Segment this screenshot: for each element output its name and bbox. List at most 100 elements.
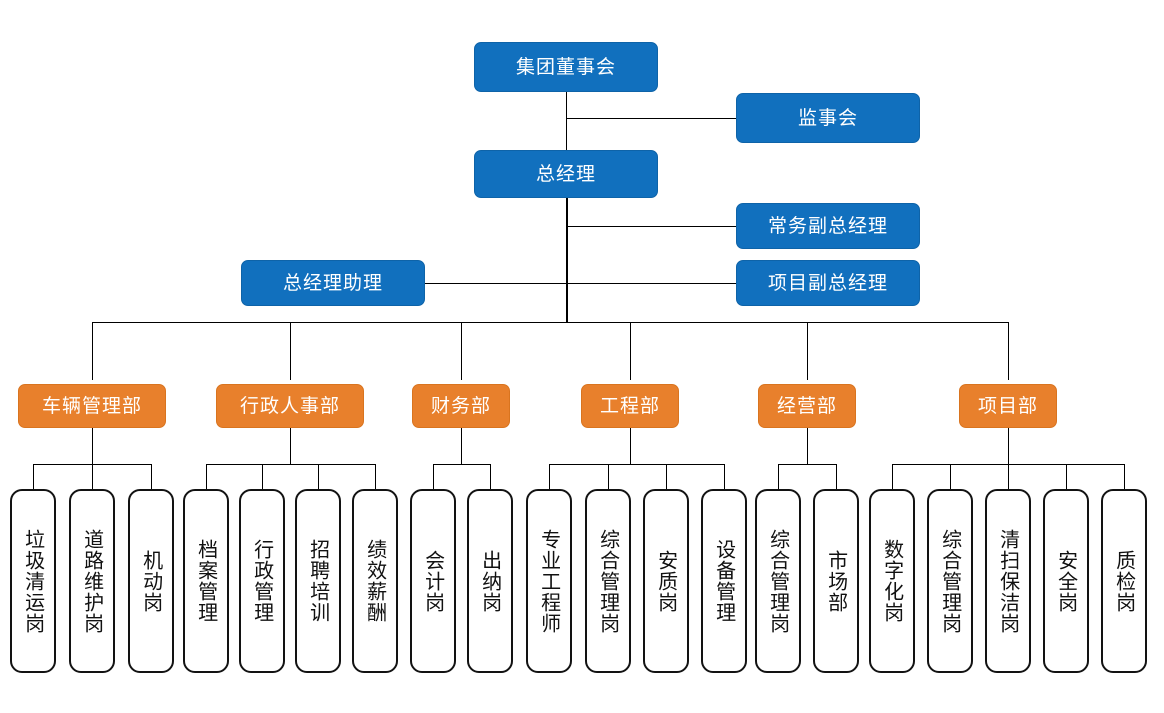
- subtree-stem-vehicle: [92, 428, 93, 464]
- position-project-3-label: 安全岗: [1054, 549, 1079, 613]
- subtree-bus-engineering: [549, 464, 724, 465]
- connector-gm-spine: [566, 198, 568, 322]
- position-finance-0[interactable]: 会计岗: [410, 489, 456, 673]
- department-operations[interactable]: 经营部: [758, 384, 856, 428]
- leaf-stem-engineering-3: [724, 464, 725, 489]
- node-general-manager[interactable]: 总经理: [474, 150, 658, 198]
- position-admin-hr-3[interactable]: 绩效薪酬: [352, 489, 398, 673]
- node-project-vice-gm-label: 项目副总经理: [767, 271, 888, 294]
- position-engineering-2[interactable]: 安质岗: [643, 489, 689, 673]
- position-vehicle-2[interactable]: 机动岗: [128, 489, 174, 673]
- department-admin-hr[interactable]: 行政人事部: [216, 384, 364, 428]
- leaf-stem-admin-hr-3: [375, 464, 376, 489]
- leaf-stem-operations-0: [778, 464, 779, 489]
- leaf-stem-admin-hr-2: [318, 464, 319, 489]
- leaf-stem-engineering-0: [549, 464, 550, 489]
- position-project-4-label: 质检岗: [1112, 549, 1137, 613]
- connector-board-to-gm: [566, 92, 567, 150]
- department-stem-finance: [461, 322, 462, 380]
- department-engineering-label: 工程部: [599, 394, 660, 417]
- subtree-bus-finance: [433, 464, 490, 465]
- department-stem-engineering: [630, 322, 631, 380]
- position-engineering-2-label: 安质岗: [654, 549, 679, 613]
- position-project-0-label: 数字化岗: [880, 539, 905, 623]
- department-stem-operations: [807, 322, 808, 380]
- node-board-label: 集团董事会: [515, 55, 616, 78]
- subtree-stem-admin-hr: [290, 428, 291, 464]
- connector-supervisory-branch: [566, 118, 736, 119]
- position-vehicle-0-label: 垃圾清运岗: [21, 528, 46, 634]
- node-general-manager-label: 总经理: [535, 162, 596, 185]
- position-engineering-3-label: 设备管理: [712, 539, 737, 623]
- department-bus-right: [566, 322, 1008, 323]
- position-project-1-label: 综合管理岗: [938, 528, 963, 634]
- position-operations-0-label: 综合管理岗: [766, 528, 791, 634]
- department-finance-label: 财务部: [430, 394, 491, 417]
- position-admin-hr-0-label: 档案管理: [194, 539, 219, 623]
- subtree-stem-engineering: [630, 428, 631, 464]
- position-operations-0[interactable]: 综合管理岗: [755, 489, 801, 673]
- position-project-0[interactable]: 数字化岗: [869, 489, 915, 673]
- position-project-2[interactable]: 清扫保洁岗: [985, 489, 1031, 673]
- connector-gm-assistant-branch: [425, 283, 566, 284]
- position-finance-1[interactable]: 出纳岗: [467, 489, 513, 673]
- leaf-stem-vehicle-1: [92, 464, 93, 489]
- department-stem-admin-hr: [290, 322, 291, 380]
- leaf-stem-operations-1: [836, 464, 837, 489]
- position-admin-hr-0[interactable]: 档案管理: [183, 489, 229, 673]
- node-project-vice-gm[interactable]: 项目副总经理: [736, 260, 920, 306]
- node-supervisory-board-label: 监事会: [797, 106, 858, 129]
- department-admin-hr-label: 行政人事部: [239, 394, 340, 417]
- department-project[interactable]: 项目部: [959, 384, 1057, 428]
- position-finance-1-label: 出纳岗: [478, 549, 503, 613]
- department-finance[interactable]: 财务部: [412, 384, 510, 428]
- position-admin-hr-2[interactable]: 招聘培训: [295, 489, 341, 673]
- node-gm-assistant-label: 总经理助理: [282, 271, 383, 294]
- position-admin-hr-2-label: 招聘培训: [306, 539, 331, 623]
- subtree-bus-admin-hr: [206, 464, 375, 465]
- node-supervisory-board[interactable]: 监事会: [736, 93, 920, 143]
- department-operations-label: 经营部: [776, 394, 837, 417]
- position-engineering-1-label: 综合管理岗: [596, 528, 621, 634]
- position-vehicle-1[interactable]: 道路维护岗: [69, 489, 115, 673]
- position-vehicle-0[interactable]: 垃圾清运岗: [10, 489, 56, 673]
- position-project-3[interactable]: 安全岗: [1043, 489, 1089, 673]
- position-vehicle-2-label: 机动岗: [139, 549, 164, 613]
- leaf-stem-admin-hr-1: [262, 464, 263, 489]
- position-admin-hr-3-label: 绩效薪酬: [363, 539, 388, 623]
- node-board[interactable]: 集团董事会: [474, 42, 658, 92]
- node-executive-vice-gm[interactable]: 常务副总经理: [736, 203, 920, 249]
- department-bus-left: [92, 322, 566, 323]
- position-operations-1[interactable]: 市场部: [813, 489, 859, 673]
- leaf-stem-project-1: [950, 464, 951, 489]
- leaf-stem-vehicle-0: [33, 464, 34, 489]
- node-gm-assistant[interactable]: 总经理助理: [241, 260, 425, 306]
- department-vehicle[interactable]: 车辆管理部: [18, 384, 166, 428]
- position-engineering-0[interactable]: 专业工程师: [526, 489, 572, 673]
- position-engineering-1[interactable]: 综合管理岗: [585, 489, 631, 673]
- leaf-stem-project-3: [1066, 464, 1067, 489]
- leaf-stem-finance-0: [433, 464, 434, 489]
- position-project-4[interactable]: 质检岗: [1101, 489, 1147, 673]
- position-finance-0-label: 会计岗: [421, 549, 446, 613]
- leaf-stem-engineering-1: [608, 464, 609, 489]
- subtree-bus-operations: [778, 464, 836, 465]
- subtree-stem-operations: [807, 428, 808, 464]
- department-engineering[interactable]: 工程部: [581, 384, 679, 428]
- leaf-stem-vehicle-2: [151, 464, 152, 489]
- position-project-1[interactable]: 综合管理岗: [927, 489, 973, 673]
- leaf-stem-project-0: [892, 464, 893, 489]
- position-admin-hr-1-label: 行政管理: [250, 539, 275, 623]
- position-engineering-3[interactable]: 设备管理: [701, 489, 747, 673]
- position-admin-hr-1[interactable]: 行政管理: [239, 489, 285, 673]
- leaf-stem-engineering-2: [666, 464, 667, 489]
- node-executive-vice-gm-label: 常务副总经理: [767, 214, 888, 237]
- subtree-stem-project: [1008, 428, 1009, 464]
- connector-project-vice-gm-branch: [566, 283, 736, 284]
- leaf-stem-project-2: [1008, 464, 1009, 489]
- department-stem-project: [1008, 322, 1009, 380]
- department-vehicle-label: 车辆管理部: [41, 394, 142, 417]
- leaf-stem-admin-hr-0: [206, 464, 207, 489]
- position-project-2-label: 清扫保洁岗: [996, 528, 1021, 634]
- position-engineering-0-label: 专业工程师: [537, 528, 562, 634]
